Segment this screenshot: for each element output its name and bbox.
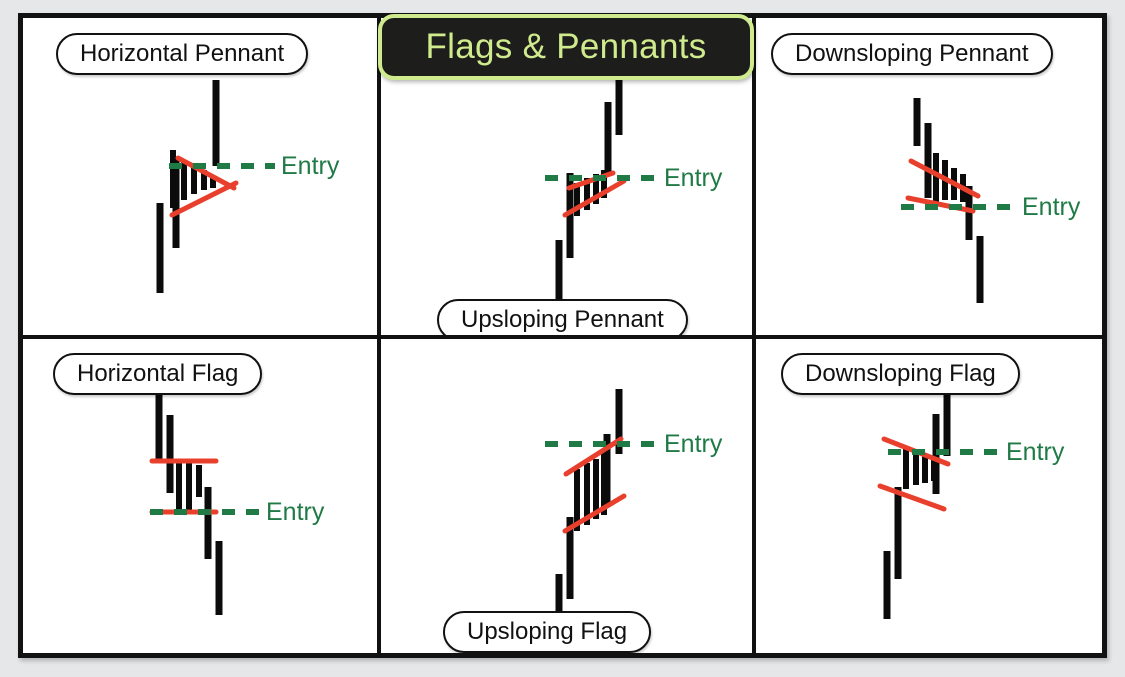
trendline-upper — [175, 155, 237, 191]
chart-downsloping-pennant — [901, 98, 1016, 303]
panel-label-upsloping-pennant: Upsloping Pennant — [437, 299, 688, 335]
panel-label-downsloping-flag: Downsloping Flag — [781, 353, 1020, 395]
entry-label-horizontal-flag: Entry — [266, 498, 325, 526]
chart-upsloping-pennant — [545, 73, 658, 306]
trendline-lower — [562, 493, 627, 534]
panel-label-horizontal-flag: Horizontal Flag — [53, 353, 263, 395]
trendline-lower — [169, 180, 239, 218]
trendline-lower — [905, 195, 976, 214]
panel-label-horizontal-pennant: Horizontal Pennant — [56, 33, 309, 75]
panel-upsloping-pennant: Entry Upsloping Pennant — [381, 18, 752, 335]
trendline-lower — [562, 178, 627, 218]
chart-horizontal-flag — [149, 392, 260, 615]
entry-label-downsloping-pennant: Entry — [1022, 193, 1081, 221]
panel-downsloping-pennant: Downsloping Pennant Entry — [756, 18, 1102, 335]
panel-upsloping-flag: Entry Upsloping Flag — [381, 339, 752, 653]
main-title-badge: Flags & Pennants — [378, 14, 754, 80]
chart-downsloping-flag — [877, 389, 1000, 619]
entry-label-downsloping-flag: Entry — [1006, 438, 1065, 466]
trendline-upper — [908, 158, 981, 199]
chart-upsloping-flag — [545, 389, 658, 644]
entry-label-upsloping-flag: Entry — [664, 430, 723, 458]
grid-divider-horizontal — [23, 335, 1102, 339]
entry-label-upsloping-pennant: Entry — [664, 164, 723, 192]
trendline-lower — [877, 483, 947, 512]
diagram-board: Horizontal Pennant Entry — [18, 13, 1107, 658]
panel-downsloping-flag: Downsloping Flag Entry — [756, 339, 1102, 653]
panel-label-upsloping-flag: Upsloping Flag — [443, 611, 652, 653]
chart-horizontal-pennant — [156, 80, 275, 293]
entry-label-horizontal-pennant: Entry — [281, 152, 340, 180]
panel-horizontal-pennant: Horizontal Pennant Entry — [23, 18, 377, 335]
panel-horizontal-flag: Horizontal Flag Entry — [23, 339, 377, 653]
trendline-upper — [563, 436, 624, 477]
panel-label-downsloping-pennant: Downsloping Pennant — [771, 33, 1053, 75]
